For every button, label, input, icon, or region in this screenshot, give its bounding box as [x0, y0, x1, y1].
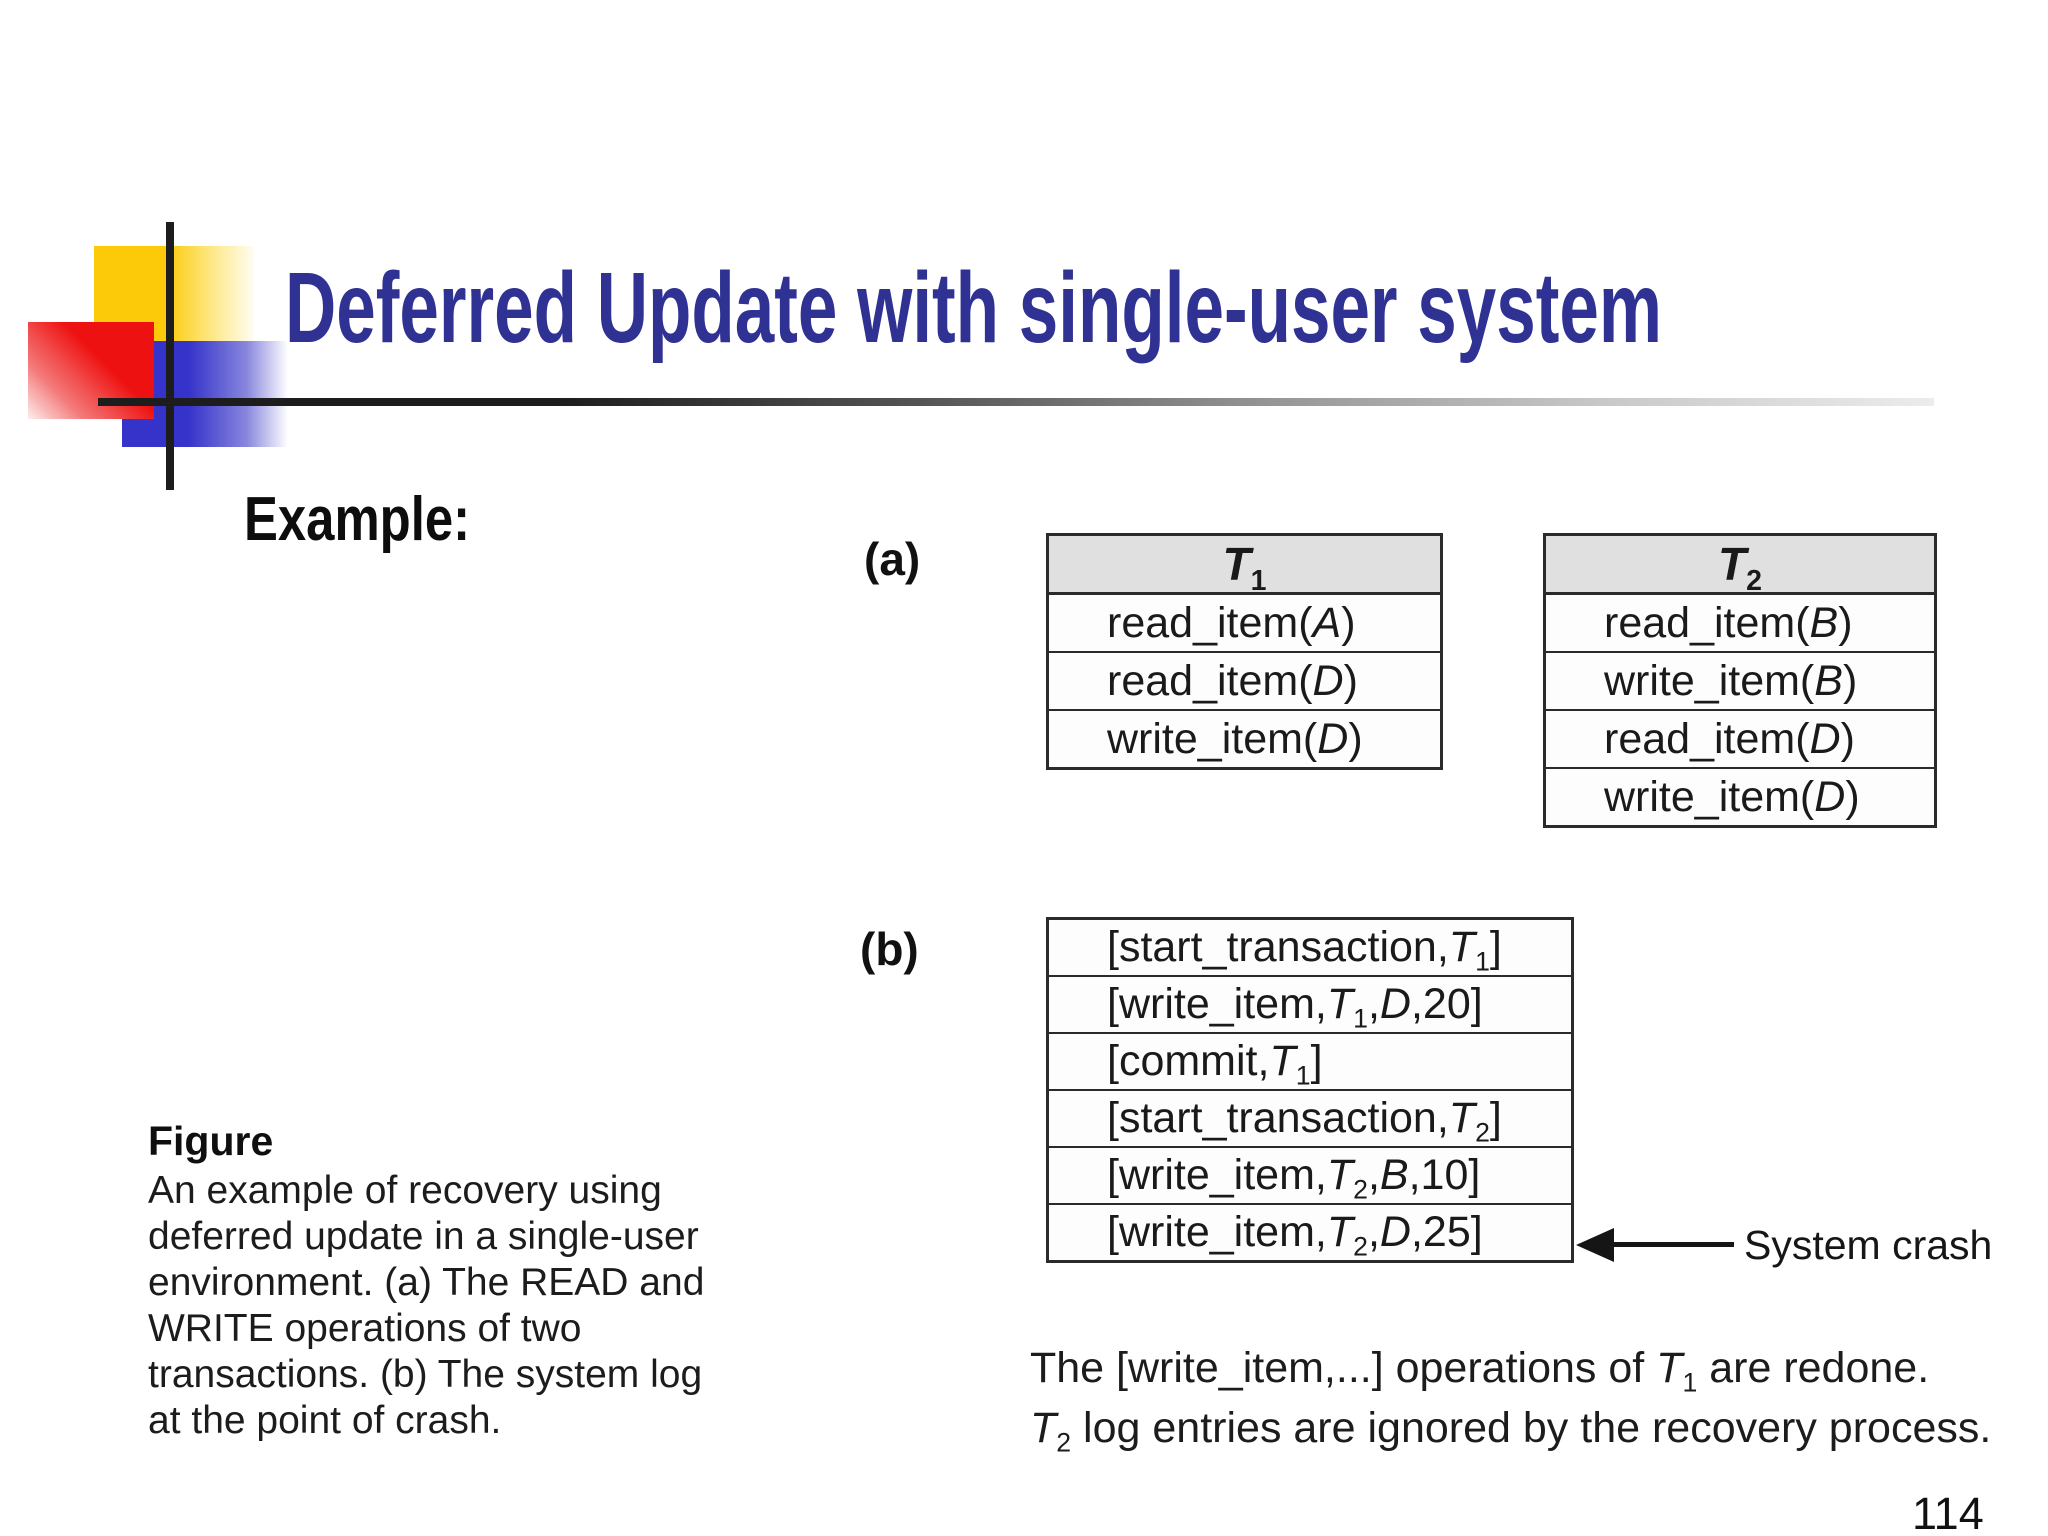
t1-row-3: write_item(D)	[1049, 709, 1440, 767]
log-row-3: [commit,T1]	[1049, 1032, 1571, 1091]
example-label: Example:	[244, 485, 471, 554]
title-underline	[98, 398, 1934, 406]
figure-caption-body: An example of recovery using deferred up…	[148, 1168, 704, 1444]
t2-row-3: read_item(D)	[1546, 709, 1934, 767]
crash-arrow-head-icon	[1576, 1228, 1614, 1262]
figure-caption-heading: Figure	[148, 1118, 274, 1164]
page-number: 114	[1912, 1488, 1984, 1536]
t1-row-1: read_item(A)	[1107, 599, 1356, 647]
t2-row-2: write_item(B)	[1546, 651, 1934, 709]
t1-header-symbol: T	[1222, 538, 1251, 590]
caption-line-2: deferred update in a single-user	[148, 1215, 699, 1258]
t1-row-2: read_item(D)	[1049, 651, 1440, 709]
log-row-6: [write_item,T2,D,25]	[1049, 1203, 1571, 1262]
transaction-t1-table: T1 read_item(A) read_item(D) write_item(…	[1046, 533, 1443, 770]
note-redone: The [write_item,...] operations of T1 ar…	[1030, 1344, 1930, 1398]
t2-header: T2	[1546, 536, 1934, 598]
t1-header-subscript: 1	[1250, 565, 1267, 598]
t2-row-1: read_item(B)	[1604, 599, 1853, 647]
caption-line-6: at the point of crash.	[148, 1399, 502, 1442]
t2-row-4: write_item(D)	[1546, 767, 1934, 825]
caption-line-5: transactions. (b) The system log	[148, 1353, 703, 1396]
decor-vertical-line	[166, 222, 174, 490]
log-row-4: [start_transaction,T2]	[1049, 1089, 1571, 1148]
log-row-1: [start_transaction,T1]	[1107, 923, 1502, 977]
caption-line-4: WRITE operations of two	[148, 1307, 582, 1350]
t2-header-symbol: T	[1718, 538, 1747, 590]
t1-header: T1	[1049, 536, 1440, 598]
system-crash-label: System crash	[1744, 1222, 1993, 1268]
panel-a-label: (a)	[864, 533, 921, 585]
note-ignored: T2 log entries are ignored by the recove…	[1030, 1404, 1992, 1458]
transaction-t2-table: T2 read_item(B) write_item(B) read_item(…	[1543, 533, 1937, 828]
caption-line-1: An example of recovery using	[148, 1169, 662, 1212]
log-row-2: [write_item,T1,D,20]	[1049, 975, 1571, 1034]
caption-line-3: environment. (a) The READ and	[148, 1261, 705, 1304]
panel-b-label: (b)	[860, 923, 919, 975]
log-row-5: [write_item,T2,B,10]	[1049, 1146, 1571, 1205]
crash-arrow-line	[1612, 1242, 1734, 1247]
system-log-table: [start_transaction,T1] [write_item,T1,D,…	[1046, 917, 1574, 1263]
t2-header-subscript: 2	[1746, 565, 1762, 598]
page-title: Deferred Update with single-user system	[285, 252, 1663, 364]
